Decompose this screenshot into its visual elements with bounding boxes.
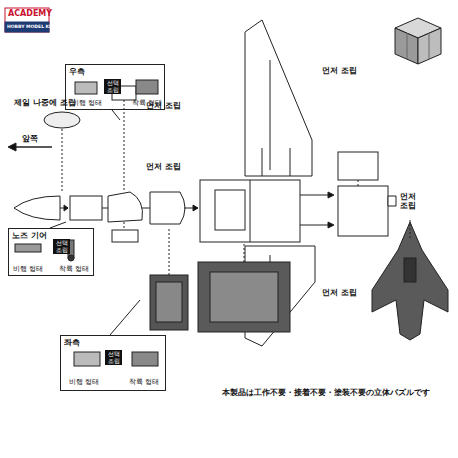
note-text: 먼저 조립 xyxy=(146,101,181,110)
box-text: 착륙 형태 xyxy=(129,378,159,386)
inset-box: 좌측비행 형태 착륙 형태 선택 조립 xyxy=(60,335,166,391)
box-text: 선택 조립 xyxy=(55,240,68,253)
note-text: 먼저 조립 xyxy=(322,288,357,297)
box-heading: 우측 xyxy=(69,67,85,76)
note-text: 제일 나중에 조립 xyxy=(14,98,76,107)
box-text: 선택 조립 xyxy=(107,351,120,364)
brand-subtitle: HOBBY MODEL KITS xyxy=(7,24,57,29)
box-text: 비행 형태 xyxy=(13,265,43,273)
select-tag: 선택 조립 xyxy=(105,350,122,365)
note-text: 먼저 조립 xyxy=(400,192,418,210)
box-heading: 좌측 xyxy=(64,338,80,347)
select-tag: 선택 조립 xyxy=(53,239,70,254)
box-heading: 노즈 기어 xyxy=(12,231,47,240)
note-text: 먼저 조립 xyxy=(322,66,357,75)
box-text: 비행 형태 xyxy=(69,378,99,386)
inset-box: 노즈 기어비행 형태 착륙 형태 선택 조립 xyxy=(8,228,94,276)
footer-note: 本製品は工作不要・接着不要・塗装不要の立体パズルです xyxy=(222,388,430,397)
brand-logo: ACADEMY xyxy=(8,9,52,18)
direction-label: 앞쪽 xyxy=(22,134,38,143)
box-text: 비행 형태 xyxy=(72,99,102,107)
select-tag: 선택 조립 xyxy=(104,79,121,94)
note-text: 먼저 조립 xyxy=(146,162,181,171)
box-text: 착륙 형태 xyxy=(59,265,89,273)
box-text: 선택 조립 xyxy=(106,80,119,93)
